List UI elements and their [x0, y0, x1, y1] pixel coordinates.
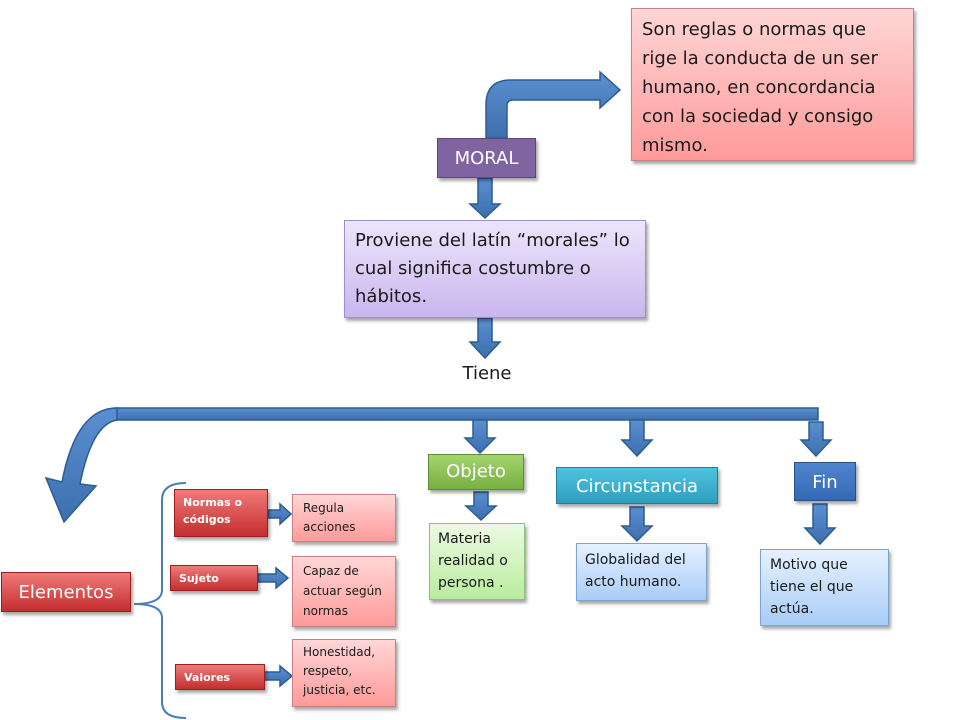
item-sujeto-desc: Capaz de actuar según normas: [292, 556, 396, 627]
fin-label: Fin: [794, 462, 856, 501]
arrow-item-normas: [267, 502, 293, 526]
item-sujeto-label: Sujeto: [170, 565, 258, 591]
arrow-item-valores: [263, 664, 294, 688]
elementos-label: Elementos: [1, 572, 131, 612]
arrow-to-circunstancia: [620, 419, 654, 458]
arrow-objeto-to-desc: [464, 491, 498, 522]
arrow-fin-to-desc: [803, 503, 837, 546]
horizontal-branch-bar: [114, 407, 819, 421]
fin-desc: Motivo que tiene el que actúa.: [760, 549, 889, 626]
bent-arrow-to-definition: [485, 70, 622, 139]
arrow-circunstancia-to-desc: [620, 506, 654, 543]
arrow-to-fin: [799, 421, 833, 458]
item-valores-label: Valores: [175, 664, 265, 690]
item-normas-label: Normas o códigos: [174, 489, 268, 537]
item-normas-desc: Regula acciones: [292, 494, 396, 542]
curved-arrow-to-elementos: [44, 407, 118, 524]
moral-label: MORAL: [437, 138, 536, 178]
elementos-brace: [133, 482, 187, 719]
circunstancia-desc: Globalidad del acto humano.: [576, 543, 707, 601]
arrow-moral-to-origin: [468, 177, 502, 220]
origin-box: Proviene del latín “morales” lo cual sig…: [344, 220, 646, 318]
objeto-label: Objeto: [428, 454, 524, 490]
arrow-to-objeto: [463, 419, 497, 455]
tiene-label: Tiene: [462, 363, 512, 384]
item-valores-desc: Honestidad, respeto, justicia, etc.: [292, 639, 396, 707]
definition-box: Son reglas o normas que rige la conducta…: [631, 8, 914, 161]
objeto-desc: Materia realidad o persona .: [429, 523, 525, 600]
arrow-origin-to-tiene: [468, 317, 502, 360]
circunstancia-label: Circunstancia: [556, 467, 718, 504]
arrow-item-sujeto: [257, 566, 290, 590]
